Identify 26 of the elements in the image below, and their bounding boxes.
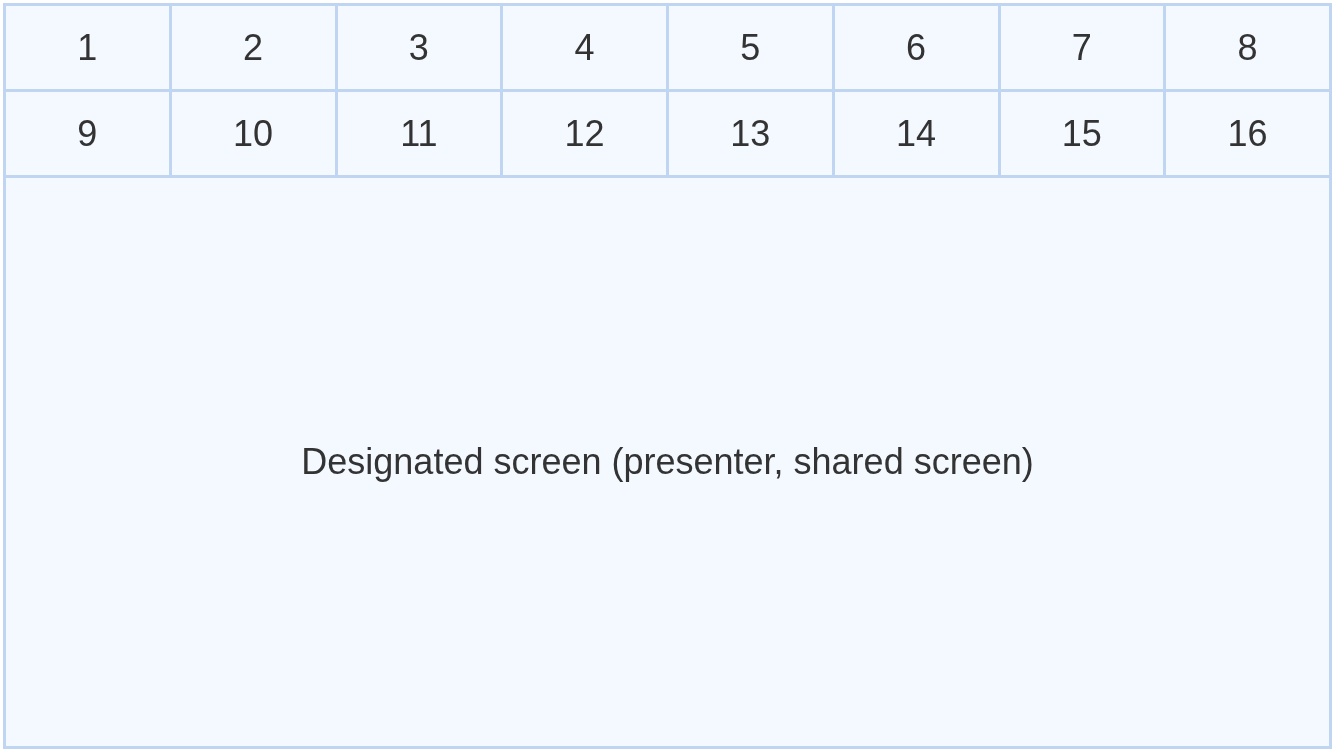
panel-label: Designated screen (presenter, shared screen) [301, 441, 1034, 483]
tile-number: 11 [400, 112, 438, 155]
tile-number: 10 [233, 112, 274, 155]
grid-tile [3, 89, 172, 178]
tile-number: 16 [1227, 112, 1268, 155]
tile-number: 2 [243, 26, 264, 69]
tile-number: 4 [574, 26, 595, 69]
grid-tile [1163, 89, 1332, 178]
tile-number: 7 [1071, 26, 1092, 69]
grid-tile [666, 3, 835, 92]
grid-tile [1163, 3, 1332, 92]
tile-number: 15 [1061, 112, 1102, 155]
tile-number: 8 [1237, 26, 1258, 69]
tile-number: 1 [77, 26, 98, 69]
grid-tile [500, 89, 669, 178]
tile-number: 13 [730, 112, 771, 155]
tile-number: 14 [896, 112, 937, 155]
grid-tile [3, 3, 172, 92]
tile-number: 3 [408, 26, 429, 69]
tile-number: 6 [906, 26, 927, 69]
screen-panel [3, 175, 1332, 749]
tile-number: 12 [564, 112, 605, 155]
tile-number: 5 [740, 26, 761, 69]
grid-tile [666, 89, 835, 178]
grid-tile [500, 3, 669, 92]
tile-number: 9 [77, 112, 98, 155]
